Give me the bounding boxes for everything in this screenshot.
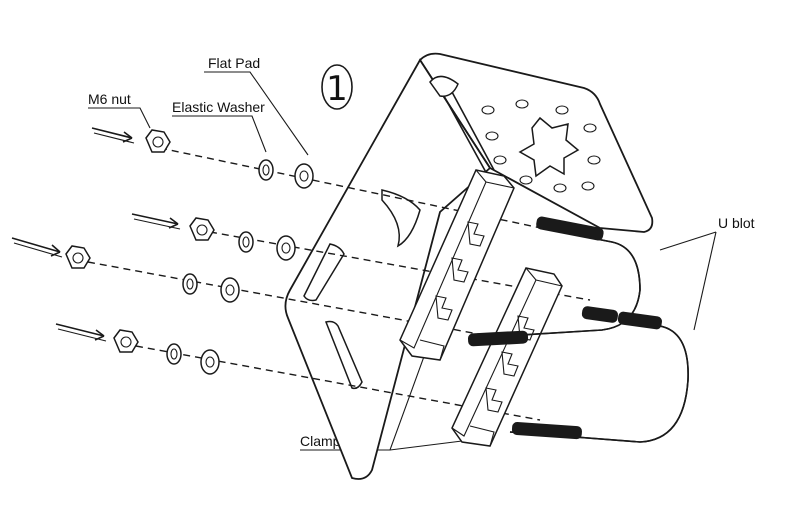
clamp-lower bbox=[451, 267, 563, 447]
u-bolt-label: U blot bbox=[718, 215, 755, 231]
clamp-upper bbox=[399, 169, 515, 361]
flat-pad-label: Flat Pad bbox=[208, 55, 260, 71]
m6-nut-label: M6 nut bbox=[88, 91, 131, 107]
mounting-bracket bbox=[284, 52, 654, 480]
m6-nut-1 bbox=[145, 129, 171, 153]
step-marker: 1 bbox=[321, 64, 353, 110]
m6-nut-3 bbox=[65, 245, 91, 269]
elastic-washer-label: Elastic Washer bbox=[172, 99, 265, 115]
u-bolt-lower bbox=[509, 311, 689, 443]
insert-arrows bbox=[11, 127, 181, 342]
u-bolt-upper bbox=[467, 216, 641, 347]
step-number: 1 bbox=[326, 69, 348, 109]
clamp-label: Clamp bbox=[300, 433, 341, 449]
flat-pads bbox=[200, 163, 314, 375]
m6-nut-2 bbox=[189, 217, 215, 241]
elastic-washers bbox=[166, 159, 274, 365]
m6-nut-4 bbox=[113, 329, 139, 353]
